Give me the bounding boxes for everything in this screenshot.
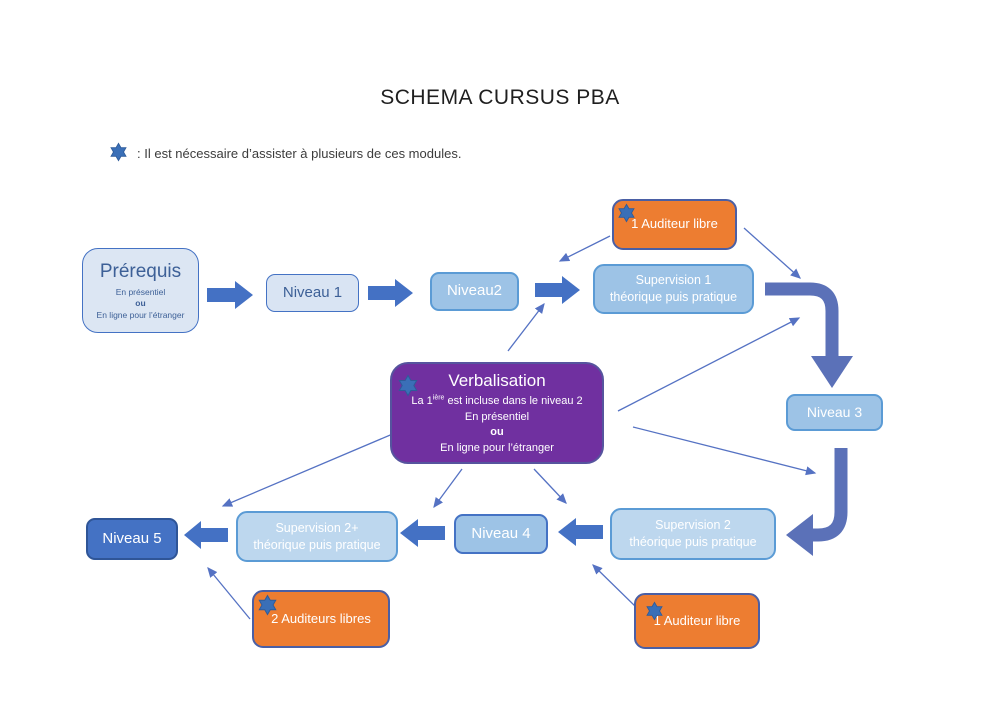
node-label: Niveau 4 xyxy=(471,524,531,542)
node-line: ou xyxy=(135,298,146,309)
thin-arrow-auditeur-top-to-niveau2-supervision1 xyxy=(558,235,611,262)
star-icon xyxy=(618,203,635,223)
node-niveau-4: Niveau 4 xyxy=(454,514,548,554)
node-prerequis: Prérequis En présentiel ou En ligne pour… xyxy=(82,248,199,333)
elbow-arrow-supervision1-to-niveau3 xyxy=(765,282,853,388)
node-niveau-5: Niveau 5 xyxy=(86,518,178,560)
legend-text: : Il est nécessaire d’assister à plusieu… xyxy=(137,146,462,161)
thin-arrow-auditeur-bottom-to-niveau4-path xyxy=(592,564,637,608)
thin-arrow-verbalisation-to-niveau4-left xyxy=(433,468,463,509)
thin-arrow-verbalisation-to-niveau4-right xyxy=(533,468,567,504)
thin-arrow-verbalisation-to-supervision2-path xyxy=(632,426,817,476)
block-arrow-niveau4-to-supervision2plus xyxy=(400,519,445,547)
page-title: SCHEMA CURSUS PBA xyxy=(380,86,620,109)
node-line: ou xyxy=(490,426,504,439)
node-label: 2 Auditeurs libres xyxy=(271,610,371,626)
node-niveau-1: Niveau 1 xyxy=(266,274,359,312)
elbow-arrow-niveau3-to-supervision2 xyxy=(786,448,848,556)
node-label: Niveau 5 xyxy=(102,529,162,547)
node-label: Niveau 1 xyxy=(282,283,343,301)
thin-arrow-verbalisation-to-niveau5-path xyxy=(221,432,396,507)
node-line: En présentiel xyxy=(464,410,530,423)
thin-arrow-auditeur-top-to-niveau3-path xyxy=(743,227,801,279)
node-line: Supervision 2 xyxy=(655,518,731,533)
block-arrow-supervision2-to-niveau4 xyxy=(558,518,603,546)
node-line: Supervision 1 xyxy=(635,273,712,288)
block-arrow-niveau2-to-supervision1 xyxy=(535,276,580,304)
node-label: Niveau 3 xyxy=(806,403,863,420)
node-label: 1 Auditeur libre xyxy=(631,216,718,232)
node-line: Supervision 2+ xyxy=(275,520,359,535)
node-line: théorique puis pratique xyxy=(629,535,757,549)
block-arrow-prerequis-to-niveau1 xyxy=(207,281,253,309)
node-line: En présentiel xyxy=(115,286,166,297)
node-supervision-2: Supervision 2 théorique puis pratique xyxy=(610,508,776,560)
star-icon xyxy=(258,594,277,616)
node-title: Verbalisation xyxy=(448,371,546,391)
thin-arrow-verbalisation-to-niveau3 xyxy=(617,317,801,412)
node-label: Niveau2 xyxy=(446,282,503,300)
node-auditeurs-libres-2: 2 Auditeurs libres xyxy=(252,590,390,648)
thin-arrow-verbalisation-to-niveau2-supervision1 xyxy=(507,302,545,352)
node-line: théorique puis pratique xyxy=(609,290,738,304)
node-title: Prérequis xyxy=(99,260,182,282)
node-line: En ligne pour l’étranger xyxy=(440,441,554,454)
block-arrow-niveau1-to-niveau2 xyxy=(368,279,413,307)
node-auditeur-libre-bottom: 1 Auditeur libre xyxy=(634,593,760,649)
node-auditeur-libre-top: 1 Auditeur libre xyxy=(612,199,737,250)
star-icon xyxy=(398,374,418,397)
thin-arrow-auditeurs2-to-niveau5-path xyxy=(207,566,251,620)
node-line: En ligne pour l’étranger xyxy=(96,309,185,320)
block-arrow-supervision2plus-to-niveau5 xyxy=(184,521,228,549)
star-icon xyxy=(646,601,663,621)
node-niveau-3: Niveau 3 xyxy=(786,394,883,431)
node-line: La 1ière est incluse dans le niveau 2 xyxy=(411,394,583,408)
node-label: 1 Auditeur libre xyxy=(653,612,741,628)
node-supervision-1: Supervision 1 théorique puis pratique xyxy=(593,264,754,314)
node-supervision-2plus: Supervision 2+ théorique puis pratique xyxy=(236,511,398,562)
node-line: théorique puis pratique xyxy=(253,537,381,552)
node-niveau-2: Niveau2 xyxy=(430,272,519,311)
node-verbalisation: Verbalisation La 1ière est incluse dans … xyxy=(390,362,604,464)
